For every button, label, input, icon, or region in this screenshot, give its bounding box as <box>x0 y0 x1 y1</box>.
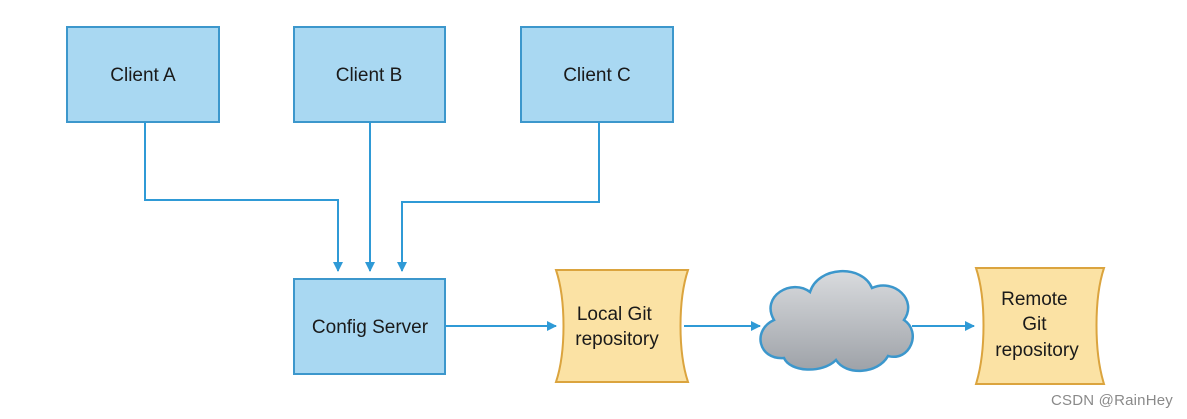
client-c-label: Client C <box>563 65 631 86</box>
config-server-label: Config Server <box>312 317 429 338</box>
watermark-text: CSDN @RainHey <box>1050 392 1173 409</box>
connector-client-c-to-server <box>397 122 600 272</box>
client-a-box: Client A <box>66 26 220 123</box>
remote-repo-label: Remote Git repository <box>995 289 1079 361</box>
remote-git-repository-scroll: Remote Git repository <box>974 267 1106 385</box>
config-server-box: Config Server <box>293 278 446 375</box>
client-b-box: Client B <box>293 26 446 123</box>
cloud-icon <box>759 270 914 373</box>
client-b-label: Client B <box>336 65 403 86</box>
client-a-label: Client A <box>110 65 176 86</box>
connector-client-a-to-server <box>144 122 343 272</box>
local-git-repository-scroll: Local Git repository <box>554 269 690 383</box>
local-repo-label: Local Git repository <box>575 304 659 350</box>
client-c-box: Client C <box>520 26 674 123</box>
